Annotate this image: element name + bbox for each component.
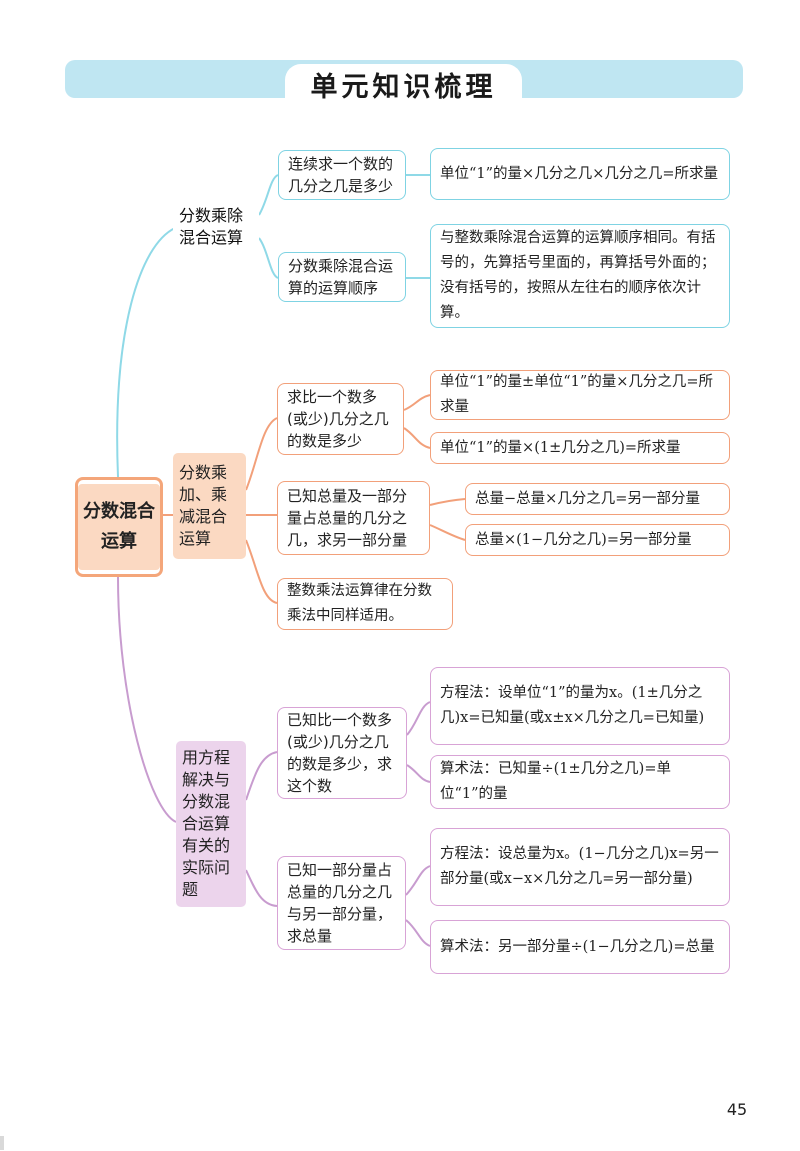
branch3-topic1-detail2: 算术法：已知量÷(1±几分之几)=单位“1”的量 bbox=[430, 755, 730, 809]
branch2-topic1-detail1: 单位“1”的量±单位“1”的量×几分之几=所求量 bbox=[430, 370, 730, 420]
branch3-topic2-detail2: 算术法：另一部分量÷(1−几分之几)=总量 bbox=[430, 920, 730, 974]
connector-b2-t1 bbox=[245, 417, 278, 491]
connector-b1-t2 bbox=[258, 237, 279, 279]
branch3-topic2-detail1: 方程法：设总量为x。(1−几分之几)x=另一部分量(或x−x×几分之几=另一部分… bbox=[430, 828, 730, 906]
connector-b3-t1-d1 bbox=[406, 701, 431, 736]
connector-b2-t1-d1 bbox=[403, 394, 431, 411]
branch1-topic1: 连续求一个数的几分之几是多少 bbox=[278, 150, 406, 200]
branch2-topic2: 已知总量及一部分量占总量的几分之几，求另一部分量 bbox=[277, 481, 430, 555]
connector-root-to-branch1 bbox=[116, 227, 176, 478]
connector-root-to-branch3 bbox=[117, 576, 177, 823]
branch2-topic2-detail2: 总量×(1−几分之几)=另一部分量 bbox=[465, 524, 730, 556]
page-edge-mark bbox=[0, 1136, 4, 1150]
connector-b1-t1 bbox=[258, 174, 279, 216]
branch1-topic2-detail: 与整数乘除混合运算的运算顺序相同。有括号的，先算括号里面的，再算括号外面的；没有… bbox=[430, 224, 730, 328]
connector-b2-t2-d2 bbox=[429, 524, 466, 541]
connector-b3-t2-d2 bbox=[405, 919, 431, 947]
branch1-label: 分数乘除混合运算 bbox=[173, 198, 259, 256]
branch2-topic1: 求比一个数多(或少)几分之几的数是多少 bbox=[277, 383, 404, 455]
connector-b3-t2 bbox=[245, 869, 278, 907]
branch2-label: 分数乘加、乘减混合运算 bbox=[173, 453, 246, 559]
connector-b3-t2-d1 bbox=[405, 865, 431, 896]
connector-b3-t1-d2 bbox=[406, 764, 431, 783]
root-label: 分数混合运算 bbox=[78, 484, 160, 570]
branch1-topic1-detail: 单位“1”的量×几分之几×几分之几=所求量 bbox=[430, 148, 730, 200]
branch2-topic2-detail1: 总量−总量×几分之几=另一部分量 bbox=[465, 483, 730, 515]
connector-b2-t2-d1 bbox=[429, 498, 466, 506]
root-node: 分数混合运算 bbox=[75, 477, 163, 577]
page-title: 单元知识梳理 bbox=[285, 64, 522, 104]
branch3-topic2: 已知一部分量占总量的几分之几与另一部分量，求总量 bbox=[277, 856, 406, 950]
connector-b3-t1 bbox=[245, 751, 278, 801]
connector-b2-t1-d2 bbox=[403, 427, 431, 449]
connector-b2-t3 bbox=[245, 539, 278, 604]
branch1-topic2: 分数乘除混合运算的运算顺序 bbox=[278, 252, 406, 302]
branch3-topic1-detail1: 方程法：设单位“1”的量为x。(1±几分之几)x=已知量(或x±x×几分之几=已… bbox=[430, 667, 730, 745]
branch2-topic3: 整数乘法运算律在分数乘法中同样适用。 bbox=[277, 578, 453, 630]
page-number: 45 bbox=[726, 1100, 748, 1119]
branch3-label: 用方程解决与分数混合运算有关的实际问题 bbox=[176, 741, 246, 907]
branch2-topic1-detail2: 单位“1”的量×(1±几分之几)=所求量 bbox=[430, 432, 730, 464]
branch3-topic1: 已知比一个数多(或少)几分之几的数是多少，求这个数 bbox=[277, 707, 407, 799]
